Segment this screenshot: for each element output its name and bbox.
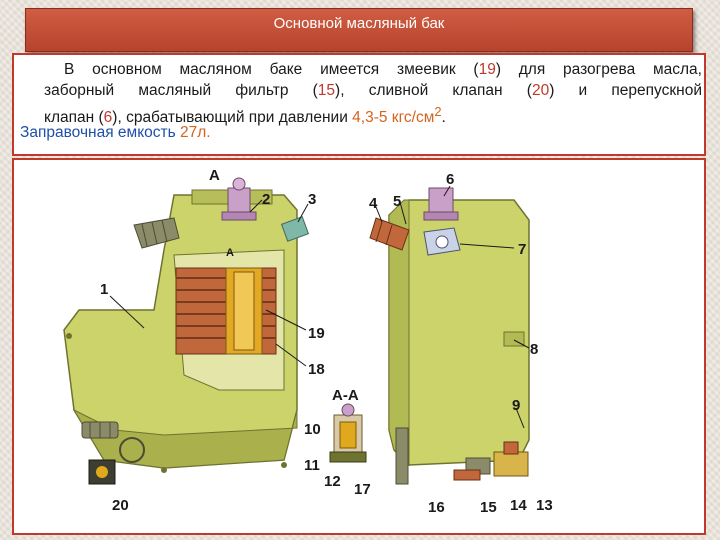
text-fragment: В основном масляном баке имеется змеевик…: [64, 61, 479, 78]
ref-15: 15: [317, 82, 336, 99]
ref-6: 6: [103, 109, 113, 127]
callout-8: 8: [530, 341, 538, 358]
callout-10: 10: [304, 421, 321, 438]
capacity-value: 27л.: [180, 124, 211, 141]
top-valve-2: [221, 177, 257, 221]
callout-2: 2: [262, 191, 270, 208]
drain-valve-20: [88, 459, 116, 485]
right-tank-side: [388, 199, 410, 467]
callout-20: 20: [112, 497, 129, 514]
clamp-16: [453, 469, 481, 481]
section-a-a: [329, 403, 367, 463]
description-paragraph: В основном масляном баке имеется змеевик…: [44, 59, 702, 128]
left-tank: [63, 177, 310, 485]
callout-5: 5: [393, 193, 401, 210]
pressure-exponent: 2: [434, 104, 442, 119]
bolt: [161, 467, 167, 473]
description-box: В основном масляном баке имеется змеевик…: [12, 53, 706, 156]
callout-13: 13: [536, 497, 553, 514]
text-fragment: ), срабатывающий при давлении: [112, 109, 353, 127]
left-intake-pipe: [133, 217, 180, 249]
callout-15: 15: [480, 499, 497, 516]
callout-19: 19: [308, 325, 325, 342]
oil-tank-diagram: А А А-А 1 2 3 4 5 6 7 8 9 10 11 12 13 14…: [63, 167, 553, 516]
section-marker-inner: А: [226, 247, 234, 259]
bypass-valve-6: [423, 187, 459, 221]
capacity-label: Заправочная емкость: [20, 124, 176, 141]
callout-12: 12: [324, 473, 341, 490]
slide-title: Основной масляный бак: [25, 8, 693, 52]
callout-7: 7: [518, 241, 526, 258]
leader-lines: [109, 185, 530, 429]
flange-7: [423, 227, 461, 256]
callout-9: 9: [512, 397, 520, 414]
section-title: А-А: [332, 387, 359, 404]
text-fragment: .: [441, 109, 446, 127]
callout-6: 6: [446, 171, 454, 188]
callout-11: 11: [304, 457, 320, 474]
ref-19: 19: [478, 61, 496, 78]
bolt: [281, 462, 287, 468]
inlet-pipe-4-5: [369, 217, 410, 251]
callout-16: 16: [428, 499, 445, 516]
oil-filter-core: [233, 271, 255, 351]
callout-4: 4: [369, 195, 378, 212]
text-fragment: ) для разогрева масла,: [495, 61, 702, 78]
slide-title-text: Основной масляный бак: [273, 15, 445, 32]
text-fragment: клапан (: [44, 109, 104, 127]
description-line-3: клапан (6), срабатывающий при давлении 4…: [44, 101, 702, 128]
capacity-line: Заправочная емкость 27л.: [20, 124, 211, 142]
description-line-1: В основном масляном баке имеется змеевик…: [44, 59, 702, 80]
callout-14: 14: [510, 497, 527, 514]
left-tank-sump: [72, 408, 298, 469]
fitting-3: [280, 216, 310, 242]
level-tube-17: [395, 427, 409, 485]
pressure-value: 4,3-5 кгс/см2: [352, 104, 441, 127]
right-tank: [369, 187, 530, 485]
callout-17: 17: [354, 481, 371, 498]
callout-18: 18: [308, 361, 325, 378]
text-fragment: заборный масляный фильтр (: [44, 82, 318, 99]
diagram-frame: А А А-А 1 2 3 4 5 6 7 8 9 10 11 12 13 14…: [12, 158, 706, 535]
description-line-2: заборный масляный фильтр (15), сливной к…: [44, 80, 702, 101]
callout-labels: А А А-А 1 2 3 4 5 6 7 8 9 10 11 12 13 14…: [100, 167, 553, 516]
callout-1: 1: [100, 281, 108, 298]
bolt: [66, 333, 72, 339]
left-bottom-hose: [81, 421, 119, 439]
section-marker-top: А: [209, 167, 220, 184]
left-valve-ring: [119, 437, 145, 463]
text-fragment: ), сливной клапан (: [335, 82, 532, 99]
callout-3: 3: [308, 191, 316, 208]
pressure-text: 4,3-5 кгс/см: [352, 109, 435, 127]
text-fragment: ) и перепускной: [549, 82, 702, 99]
ref-20: 20: [531, 82, 550, 99]
